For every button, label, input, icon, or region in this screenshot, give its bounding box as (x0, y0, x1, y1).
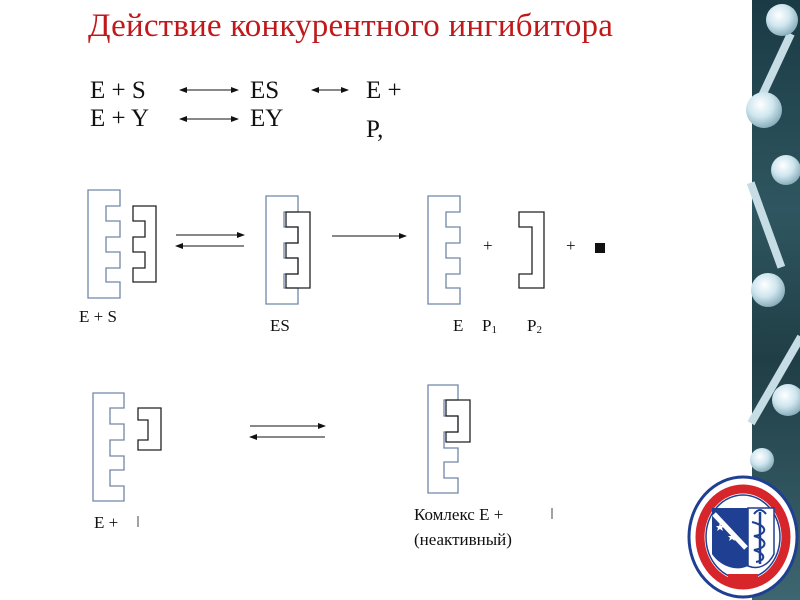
plus-sign-2: + (566, 236, 576, 255)
inhibitor-shape-in-complex (445, 399, 471, 443)
inhibitor-shape (137, 407, 162, 451)
label-es: ES (270, 316, 290, 335)
substrate-shape-es (285, 211, 311, 289)
label-e-plus-s: E + S (79, 307, 117, 326)
equation-row2-left: E + Y (90, 105, 149, 132)
label-p2: P2 (527, 316, 542, 336)
enzyme-shape-e-plus-s (87, 189, 121, 299)
equation-row2-right: P, (366, 116, 384, 143)
equation-row1-left: E + S (90, 77, 146, 104)
label-p1: P1 (482, 316, 497, 336)
equation-row1-middle: ES (250, 77, 280, 104)
enzyme-shape-ei (427, 384, 459, 494)
label-complex-ei: Комлекс Е + (414, 505, 504, 524)
university-emblem-logo (687, 475, 799, 599)
label-inactive: (неактивный) (414, 530, 512, 549)
label-e: E (453, 316, 464, 335)
substrate-shape-s (132, 205, 157, 283)
label-e-plus-i: E + (94, 513, 119, 532)
product-shape-p2 (518, 211, 545, 289)
equation-row2-middle: EY (250, 105, 284, 132)
product-shape-p1 (595, 243, 605, 253)
plus-sign-1: + (483, 236, 493, 255)
enzyme-shape-e-plus-i (92, 392, 125, 502)
enzyme-shape-e (427, 195, 461, 305)
equation-row1-right: E + (366, 77, 402, 104)
page-title: Действие конкурентного ингибитора (88, 8, 614, 44)
